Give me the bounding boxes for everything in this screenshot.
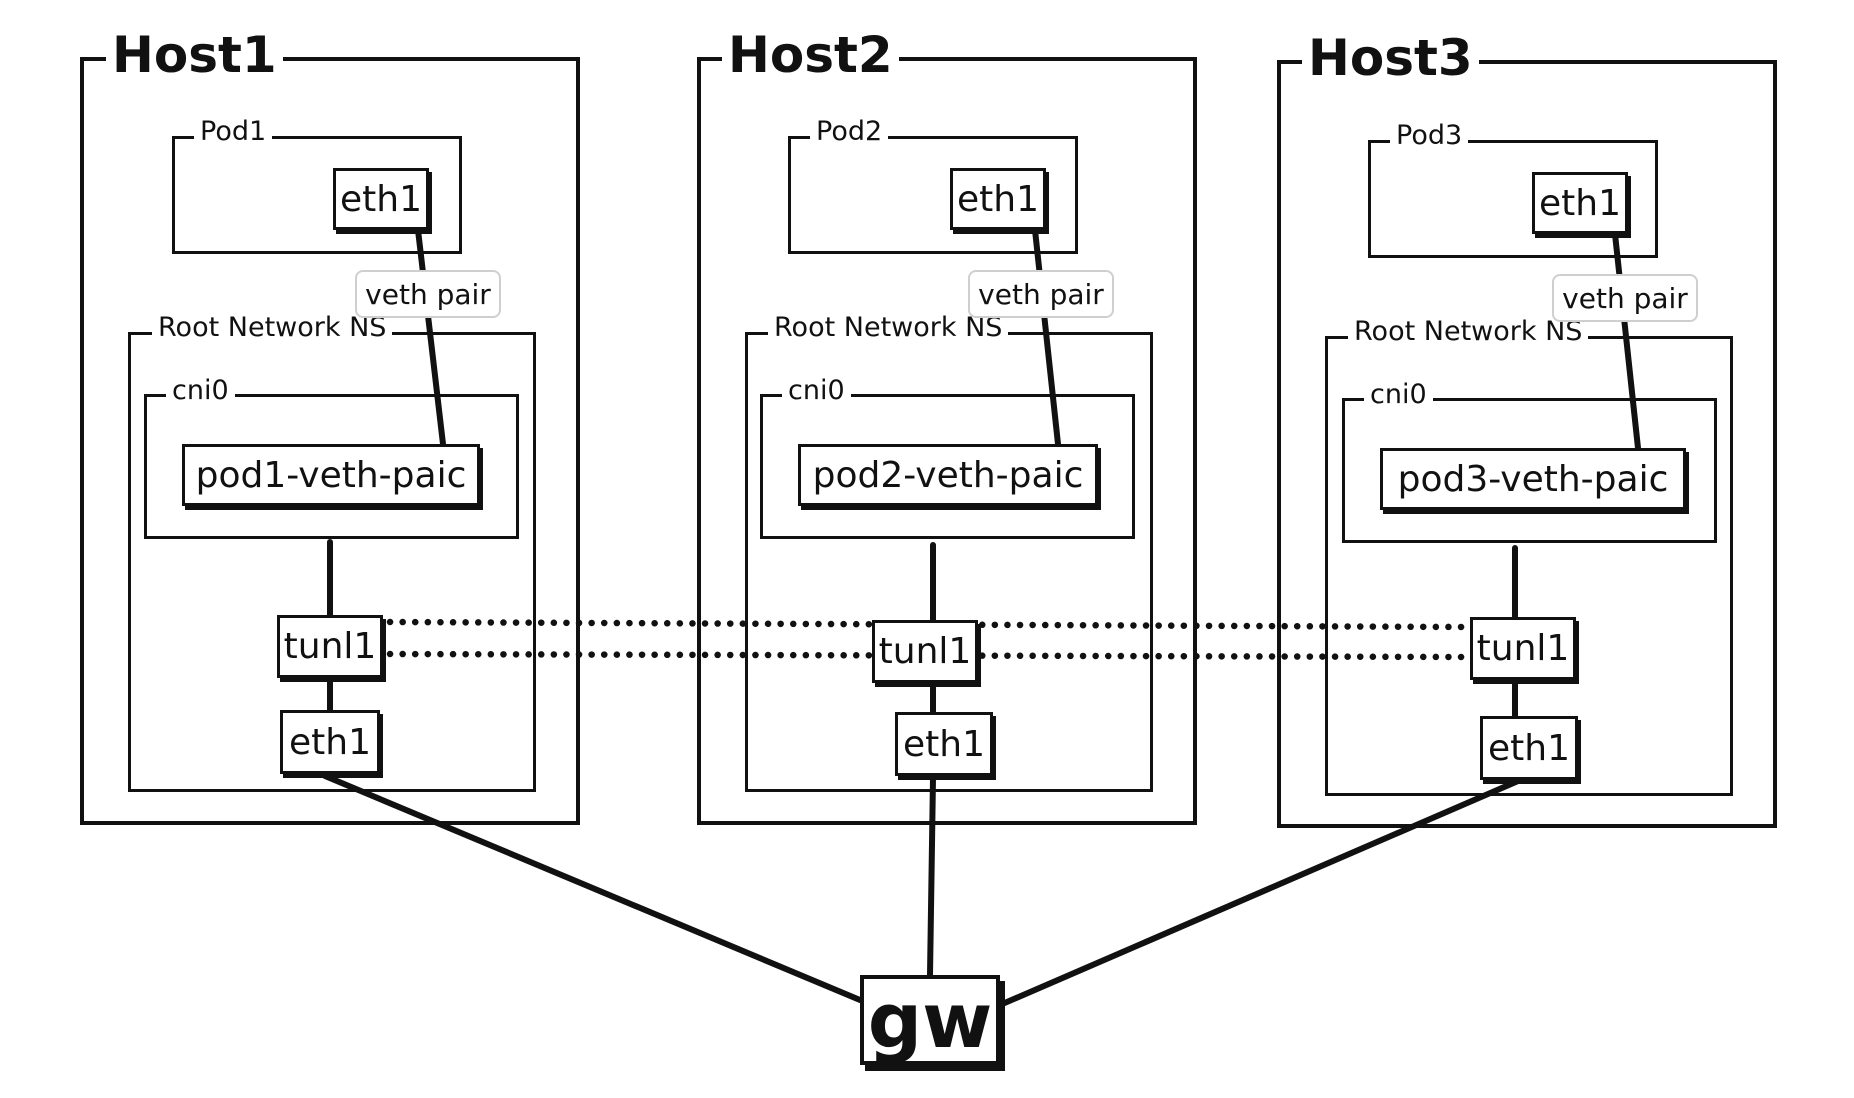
host2-cni0-title: cni0 (782, 377, 851, 404)
veth-pair-link-host1 (415, 227, 446, 447)
pod3-box (1368, 140, 1658, 258)
host2-tunl1: tunl1 (872, 620, 978, 683)
host1-root-ns-title: Root Network NS (152, 314, 393, 341)
veth-pair-link-host3 (1612, 231, 1641, 451)
host3-title: Host3 (1302, 33, 1479, 83)
uplink-host2-gw (927, 775, 936, 978)
pod1-veth-node: pod1-veth-paic (182, 444, 480, 506)
host3-cni0-title: cni0 (1364, 381, 1433, 408)
pod3-title: Pod3 (1390, 122, 1469, 149)
uplink-host3-gw (997, 775, 1528, 1008)
host1-tunl1: tunl1 (277, 615, 383, 678)
host3-eth1: eth1 (1480, 716, 1578, 780)
pod2-box (788, 136, 1078, 254)
host1-title: Host1 (106, 30, 283, 80)
host3-root-ns-title: Root Network NS (1348, 318, 1589, 345)
host1-cni0-box (144, 394, 519, 539)
host1-eth1: eth1 (280, 710, 380, 774)
uplink-host1-gw (322, 773, 863, 1003)
host3-veth-pair-tag: veth pair (1552, 274, 1698, 322)
tunnel-link-lower (386, 650, 1466, 661)
pod1-title: Pod1 (194, 118, 273, 145)
veth-pair-link-host2 (1032, 227, 1061, 447)
host2-cni0-box (760, 394, 1135, 539)
tunnel-link-upper (386, 618, 1466, 631)
pod1-box (172, 136, 462, 254)
host2-eth1: eth1 (895, 712, 993, 776)
pod2-title: Pod2 (810, 118, 889, 145)
host3-box (1277, 60, 1777, 828)
host2-title: Host2 (722, 30, 899, 80)
host1-veth-pair-tag: veth pair (355, 270, 501, 318)
pod2-eth1: eth1 (950, 168, 1046, 230)
host1-cni0-title: cni0 (166, 377, 235, 404)
host1-box (80, 57, 580, 825)
host3-cni0-box (1342, 398, 1717, 543)
host3-tunl1: tunl1 (1470, 617, 1576, 680)
host2-root-ns-title: Root Network NS (768, 314, 1009, 341)
pod1-eth1: eth1 (333, 168, 429, 230)
host2-box (697, 57, 1197, 825)
host2-veth-pair-tag: veth pair (968, 270, 1114, 318)
pod3-veth-node: pod3-veth-paic (1380, 448, 1686, 510)
gateway-node: gw (860, 975, 1000, 1065)
pod2-veth-node: pod2-veth-paic (798, 444, 1098, 506)
pod3-eth1: eth1 (1532, 172, 1628, 234)
